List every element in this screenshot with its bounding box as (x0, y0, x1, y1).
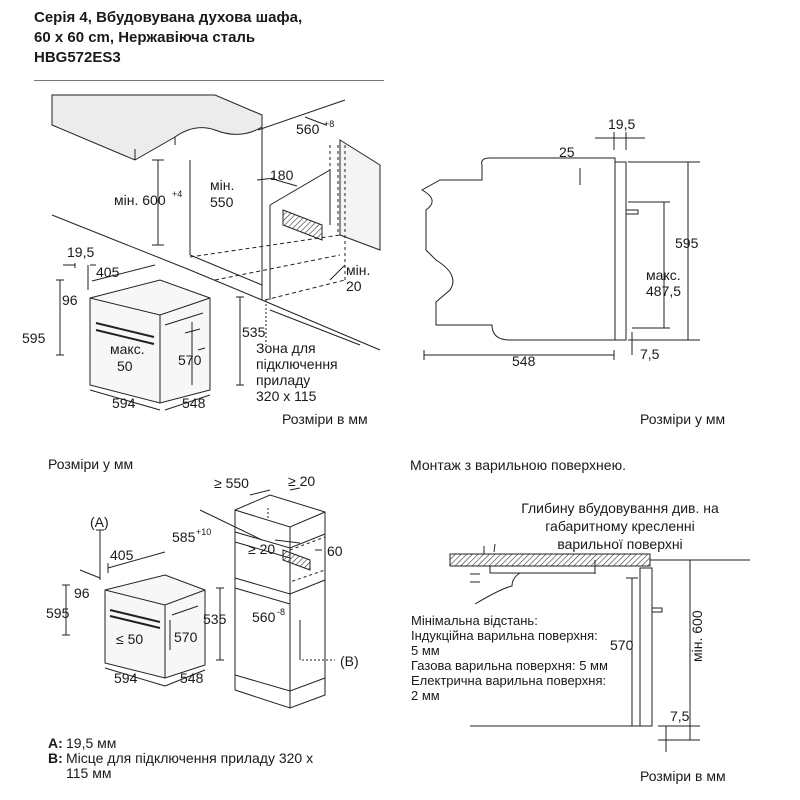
title-line-1: Серія 4, Вбудовувана духова шафа, (34, 9, 303, 26)
title-divider (34, 80, 384, 81)
legend-a-key: A: (48, 735, 63, 751)
dim-min-20-label: мін. (346, 262, 370, 278)
panel3-units: Розміри у мм (48, 456, 134, 472)
dim-595: 595 (22, 330, 46, 346)
dim-max-label: макс. (646, 267, 681, 283)
depth-note: Глибину вбудовування див. на габаритному… (505, 499, 735, 553)
panel4-heading: Монтаж з варильною поверхнею. (410, 457, 626, 473)
min-distance-gas: Газова варильна поверхня: 5 мм (411, 658, 608, 673)
dim-550: 550 (210, 194, 234, 210)
dim-min-20-value: 20 (346, 278, 362, 294)
depth-note-line-1: Глибину вбудовування див. на (521, 500, 719, 516)
dim-570: 570 (610, 637, 634, 653)
label-a: (A) (90, 514, 109, 530)
cabinet-installation-drawing: 560 +8 мін. 600 +4 мін. 550 180 мін. 20 … (22, 94, 381, 411)
dim-548: 548 (512, 353, 536, 369)
dim-min-600: мін. 600 (689, 610, 705, 662)
dim-19-5: 19,5 (608, 116, 635, 132)
connection-zone-note: Зона для підключення приладу 320 x 115 (256, 340, 338, 404)
dim-50: 50 (117, 358, 133, 374)
dim-560-tolerance: -8 (277, 607, 285, 617)
dim-96: 96 (62, 292, 78, 308)
dim-max-label: макс. (110, 341, 145, 357)
side-view-drawing: 19,5 25 595 макс. 487,5 548 7,5 (420, 116, 700, 369)
dim-96: 96 (74, 585, 90, 601)
dim-487-5: 487,5 (646, 283, 681, 299)
legend: A: 19,5 мм B: Місце для підключення прил… (48, 736, 313, 781)
dim-le-50: ≤ 50 (116, 631, 143, 647)
dim-ge-550: ≥ 550 (214, 475, 249, 491)
legend-a-text: 19,5 мм (66, 735, 117, 751)
dim-570: 570 (174, 629, 198, 645)
panel1-units: Розміри в мм (282, 411, 368, 427)
dim-min-600: мін. 600 (114, 192, 166, 208)
panel4-units: Розміри в мм (640, 768, 726, 784)
dim-560-tolerance: +8 (324, 119, 334, 129)
label-b: (B) (340, 653, 359, 669)
dim-548: 548 (180, 670, 204, 686)
legend-b-text-cont: 115 мм (66, 765, 112, 781)
dim-405: 405 (96, 264, 120, 280)
zone-line-1: Зона для (256, 340, 316, 356)
dim-594: 594 (112, 395, 136, 411)
dim-548: 548 (182, 395, 206, 411)
min-distance-electric-value: 2 мм (411, 688, 440, 703)
min-distance-note: Мінімальна відстань: Індукційна варильна… (411, 613, 608, 703)
dim-560: 560 (252, 609, 276, 625)
dim-535: 535 (203, 611, 227, 627)
tall-unit-drawing: (A) 405 96 595 ≤ 50 570 535 594 548 ≥ 55… (46, 473, 359, 709)
dim-7-5: 7,5 (670, 708, 690, 724)
dim-560: 560 (296, 121, 320, 137)
zone-line-3: приладу (256, 372, 311, 388)
dim-594: 594 (114, 670, 138, 686)
dim-535: 535 (242, 324, 266, 340)
dim-7-5: 7,5 (640, 346, 660, 362)
hob-installation-drawing: 570 мін. 600 7,5 (449, 543, 750, 752)
min-distance-title: Мінімальна відстань: (411, 613, 538, 628)
depth-note-line-3: варильної поверхні (557, 536, 683, 552)
legend-b-key: B: (48, 750, 63, 766)
product-title: Серія 4, Вбудовувана духова шафа, 60 x 6… (34, 8, 394, 68)
dim-405: 405 (110, 547, 134, 563)
dim-595: 595 (46, 605, 70, 621)
min-distance-induction: Індукційна варильна поверхня: (411, 628, 598, 643)
dim-180: 180 (270, 167, 294, 183)
legend-b-text: Місце для підключення приладу 320 х (66, 750, 314, 766)
dim-585: 585 (172, 529, 196, 545)
dim-25: 25 (559, 144, 575, 160)
dim-570: 570 (178, 352, 202, 368)
dim-585-tolerance: +10 (196, 527, 211, 537)
dim-ge-20-mid: ≥ 20 (248, 541, 275, 557)
title-line-3: HBG572ES3 (34, 49, 121, 66)
dim-595: 595 (675, 235, 699, 251)
min-distance-induction-value: 5 мм (411, 643, 440, 658)
zone-line-2: підключення (256, 356, 338, 372)
dim-ge-20-top: ≥ 20 (288, 473, 315, 489)
dim-min-label: мін. (210, 177, 234, 193)
dim-min-600-tolerance: +4 (172, 189, 182, 199)
depth-note-line-2: габаритному кресленні (545, 518, 695, 534)
panel2-units: Розміри у мм (640, 411, 726, 427)
zone-line-4: 320 x 115 (256, 388, 317, 404)
dim-19-5: 19,5 (67, 244, 94, 260)
min-distance-electric: Електрична варильна поверхня: (411, 673, 607, 688)
title-line-2: 60 x 60 cm, Нержавіюча сталь (34, 29, 256, 46)
dim-60: 60 (327, 543, 343, 559)
